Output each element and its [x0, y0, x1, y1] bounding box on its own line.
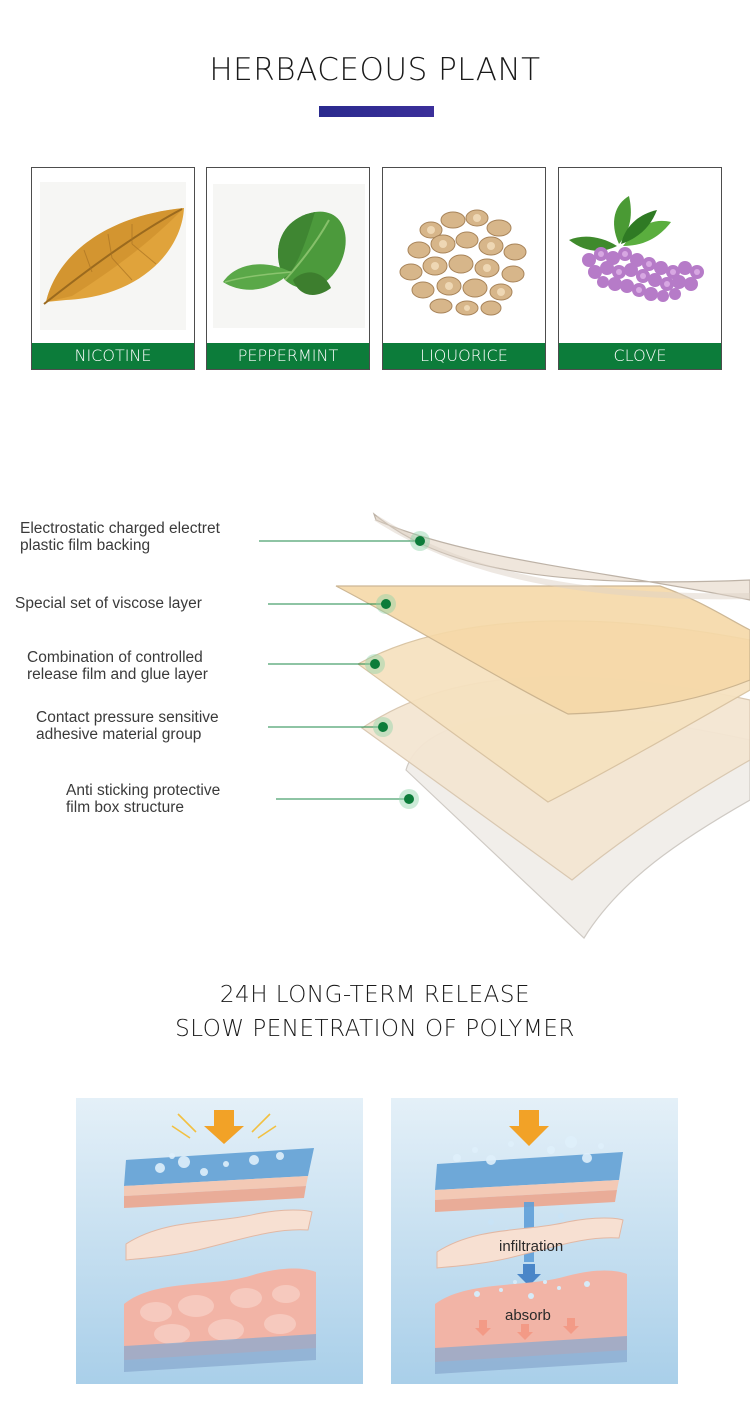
layer-marker-adhesive [373, 717, 393, 737]
layer-label-anti-sticking: Anti sticking protective film box struct… [66, 782, 220, 816]
layer-label-line: Contact pressure sensitive [36, 709, 219, 726]
plant-label-liquorice: LIQUORICE [383, 343, 545, 369]
skin-panel-surface [76, 1098, 363, 1384]
layer-label-line: Electrostatic charged electret [20, 520, 220, 537]
liquorice-slices-icon [383, 168, 545, 343]
layer-label-viscose: Special set of viscose layer [15, 595, 202, 612]
arrow-down-icon [204, 1110, 244, 1144]
ray-lines [171, 1113, 277, 1139]
layer-markers [365, 531, 430, 809]
layer-marker-electret [410, 531, 430, 551]
layer-label-line: adhesive material group [36, 726, 202, 743]
plant-card-clove: CLOVE [558, 167, 722, 370]
plant-label-clove: CLOVE [559, 343, 721, 369]
layer-label-line: Anti sticking protective [66, 782, 221, 799]
section-title-release-line2: SLOW PENETRATION OF POLYMER [175, 1016, 575, 1042]
skin-panel-penetration: infiltration absorb [391, 1098, 678, 1384]
layer-label-line: film box structure [66, 799, 185, 816]
layer-label-line: Special set of viscose layer [15, 595, 202, 612]
arrow-down-icon [509, 1110, 549, 1146]
patch-layers-diagram [259, 512, 750, 939]
layer-marker-anti-sticking [399, 789, 419, 809]
layer-label-line: Combination of controlled [27, 649, 203, 666]
plant-card-peppermint: PEPPERMINT [206, 167, 370, 370]
absorb-arrows [475, 1318, 579, 1340]
label-infiltration: infiltration [499, 1238, 563, 1255]
layer-marker-viscose [376, 594, 396, 614]
plant-label-peppermint: PEPPERMINT [207, 343, 369, 369]
layer-sheet-viscose [335, 585, 750, 715]
layer-label-release-film: Combination of controlled release film a… [27, 649, 208, 683]
section-title-herbaceous: HERBACEOUS PLANT [209, 52, 541, 88]
title-underline [319, 106, 434, 117]
clove-flower-icon [559, 168, 721, 343]
plant-card-nicotine: NICOTINE [31, 167, 195, 370]
mint-leaf-icon [213, 184, 365, 328]
layer-marker-release-film [365, 654, 385, 674]
layer-label-adhesive: Contact pressure sensitive adhesive mate… [36, 709, 219, 743]
section-title-release-line1: 24H LONG-TERM RELEASE [219, 982, 531, 1008]
arrow-down-icon [517, 1264, 541, 1286]
plant-label-nicotine: NICOTINE [32, 343, 194, 369]
layer-label-line: plastic film backing [20, 537, 151, 554]
layer-label-electret: Electrostatic charged electret plastic f… [20, 520, 220, 554]
tobacco-leaf-icon [40, 182, 186, 330]
plant-card-liquorice: LIQUORICE [382, 167, 546, 370]
layer-label-line: release film and glue layer [27, 666, 208, 683]
label-absorb: absorb [505, 1307, 551, 1324]
